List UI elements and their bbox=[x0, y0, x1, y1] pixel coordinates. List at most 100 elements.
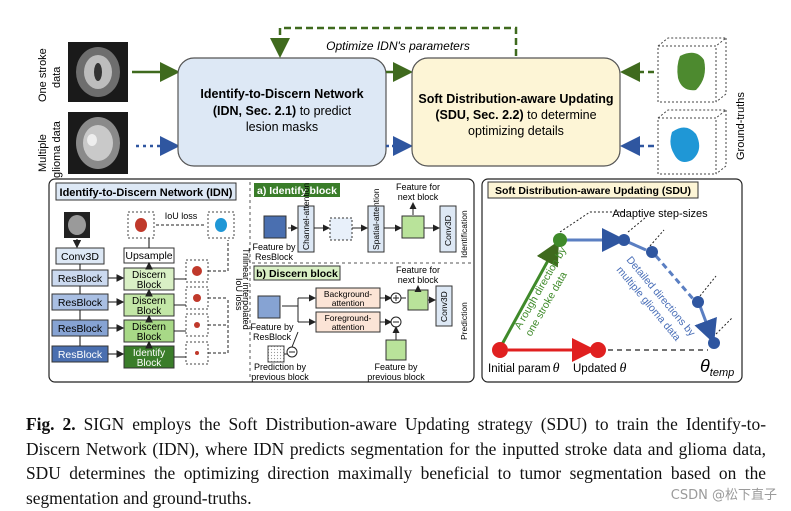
initial-param-node bbox=[492, 342, 508, 358]
watermark: CSDN @松下直子 bbox=[670, 488, 777, 503]
identify-feature-by-a: Feature by bbox=[252, 242, 296, 252]
ground-truth-stroke bbox=[657, 37, 728, 103]
svg-text:ResBlock: ResBlock bbox=[58, 349, 103, 361]
idn-resblock-1: ResBlock bbox=[51, 269, 109, 287]
stroke-label-line2: data bbox=[51, 66, 63, 88]
idn-box: Identify-to-Discern Network (IDN, Sec. 2… bbox=[177, 57, 387, 167]
identification-label: Identification bbox=[459, 210, 469, 258]
idn-identify-block: Identify Block bbox=[123, 345, 175, 369]
svg-text:attention: attention bbox=[332, 322, 365, 332]
rough-node bbox=[553, 233, 567, 247]
sdu-panel-title-bg bbox=[487, 181, 699, 199]
spatial-attention-box bbox=[367, 205, 385, 253]
idn-resblock-2: ResBlock bbox=[51, 293, 109, 311]
discern-block-title-bg bbox=[253, 265, 341, 281]
svg-text:Block: Block bbox=[137, 332, 162, 343]
rough-direction-arrow bbox=[498, 240, 559, 349]
discern-conv3d-label: Conv3D bbox=[439, 291, 449, 322]
channel-attention-box bbox=[297, 205, 315, 253]
identify-input-feature bbox=[263, 215, 287, 239]
feature-prev-a: Feature by bbox=[374, 362, 418, 372]
identify-feature-by-b: ResBlock bbox=[255, 252, 294, 262]
idn-panel-title-bg bbox=[55, 182, 237, 201]
feature-next-2a: Feature for bbox=[396, 265, 440, 275]
identify-block-title: a) Identify block bbox=[257, 185, 337, 197]
sdu-box-line2: to determine bbox=[524, 108, 597, 122]
feature-next-1b: next block bbox=[398, 192, 439, 202]
iou-loss-side-label: IoU loss bbox=[234, 278, 244, 311]
feature-next-1a: Feature for bbox=[396, 182, 440, 192]
detail-node-2 bbox=[646, 246, 658, 258]
prev-prediction-cube bbox=[267, 345, 285, 363]
idn-box-line2: to predict bbox=[296, 104, 351, 118]
detailed-arrow-2 bbox=[627, 240, 647, 252]
prediction-by-b: previous block bbox=[251, 372, 309, 382]
ground-truth-glioma bbox=[657, 109, 728, 175]
svg-text:Discern: Discern bbox=[132, 322, 166, 333]
caption-label: Fig. 2. bbox=[26, 414, 76, 434]
spatial-attention-label: Spatial-attention bbox=[371, 188, 381, 250]
svg-text:ResBlock: ResBlock bbox=[58, 297, 103, 309]
svg-text:Block: Block bbox=[137, 280, 162, 291]
channel-attention-label: Channel-attention bbox=[301, 183, 311, 250]
stroke-brain-image bbox=[68, 42, 128, 102]
identify-conv3d-box bbox=[439, 205, 457, 253]
discern-block-title: b) Discern block bbox=[256, 268, 338, 280]
iou-loss-top-label: IoU loss bbox=[165, 211, 198, 221]
trilinear-label: Trilinear interpolated bbox=[241, 248, 251, 330]
svg-text:Upsample: Upsample bbox=[125, 250, 172, 262]
svg-text:Discern: Discern bbox=[132, 270, 166, 281]
svg-text:Identify: Identify bbox=[133, 348, 165, 359]
idn-box-line3: lesion masks bbox=[246, 120, 318, 134]
foreground-attention-box: Foreground- attention bbox=[315, 311, 381, 333]
discern-feature-by-b: ResBlock bbox=[253, 332, 292, 342]
idn-discern-block-3: Discern Block bbox=[123, 319, 175, 343]
sdu-box-line3: optimizing details bbox=[468, 124, 564, 138]
svg-text:Block: Block bbox=[137, 306, 162, 317]
feature-next-2b: next block bbox=[398, 275, 439, 285]
sdu-box: Soft Distribution-aware Updating (SDU, S… bbox=[411, 57, 621, 167]
idn-discern-block-2: Discern Block bbox=[123, 293, 175, 317]
glioma-label-line1: Multiple bbox=[37, 134, 49, 172]
optimize-feedback-arrow bbox=[270, 26, 518, 58]
identify-conv3d-label: Conv3D bbox=[443, 215, 453, 246]
svg-text:Block: Block bbox=[137, 358, 162, 369]
sdu-panel-frame bbox=[481, 178, 743, 383]
detail-node-1 bbox=[618, 234, 630, 246]
svg-text:ResBlock: ResBlock bbox=[58, 323, 103, 335]
adaptive-step-label: Adaptive step-sizes bbox=[612, 208, 708, 220]
prev-block-feature bbox=[385, 339, 407, 361]
idn-conv3d: Conv3D bbox=[55, 247, 105, 265]
prediction-by-a: Prediction by bbox=[254, 362, 307, 372]
optimize-label: Optimize IDN's parameters bbox=[326, 39, 470, 53]
discern-conv3d-box bbox=[435, 285, 453, 327]
idn-resblock-3: ResBlock bbox=[51, 319, 109, 337]
idn-upsample: Upsample bbox=[123, 247, 175, 264]
idn-panel-title: Identify-to-Discern Network (IDN) bbox=[60, 187, 233, 199]
prediction-label: Prediction bbox=[459, 302, 469, 340]
glioma-brain-image bbox=[68, 112, 128, 174]
detail-node-4 bbox=[708, 337, 720, 349]
glioma-label-line2: glioma data bbox=[51, 120, 63, 178]
figure-caption: Fig. 2. SIGN employs the Soft Distributi… bbox=[26, 412, 766, 510]
svg-text:Foreground-: Foreground- bbox=[325, 313, 372, 323]
left-labels: One stroke data Multiple glioma data bbox=[37, 48, 63, 178]
svg-text:attention: attention bbox=[332, 298, 365, 308]
caption-text: SIGN employs the Soft Distribution-aware… bbox=[26, 414, 766, 508]
identify-output-feature bbox=[401, 215, 425, 239]
idn-discern-block-1: Discern Block bbox=[123, 267, 175, 291]
feature-prev-b: previous block bbox=[367, 372, 425, 382]
stroke-label-line1: One stroke bbox=[37, 48, 49, 102]
sdu-panel-title: Soft Distribution-aware Updating (SDU) bbox=[495, 185, 691, 197]
discern-input-feature bbox=[257, 295, 281, 319]
identify-block-title-bg bbox=[254, 183, 340, 197]
svg-text:Discern: Discern bbox=[132, 296, 166, 307]
updated-param-node bbox=[590, 342, 606, 358]
step-size-brackets bbox=[559, 211, 733, 335]
svg-text:(SDU, Sec. 2.2) to determine: (SDU, Sec. 2.2) to determine bbox=[435, 108, 596, 122]
svg-text:(IDN, Sec. 2.1) to predict: (IDN, Sec. 2.1) to predict bbox=[213, 104, 352, 118]
identify-mid-feature bbox=[329, 217, 353, 241]
sdu-box-ref: (SDU, Sec. 2.2) bbox=[435, 108, 523, 122]
